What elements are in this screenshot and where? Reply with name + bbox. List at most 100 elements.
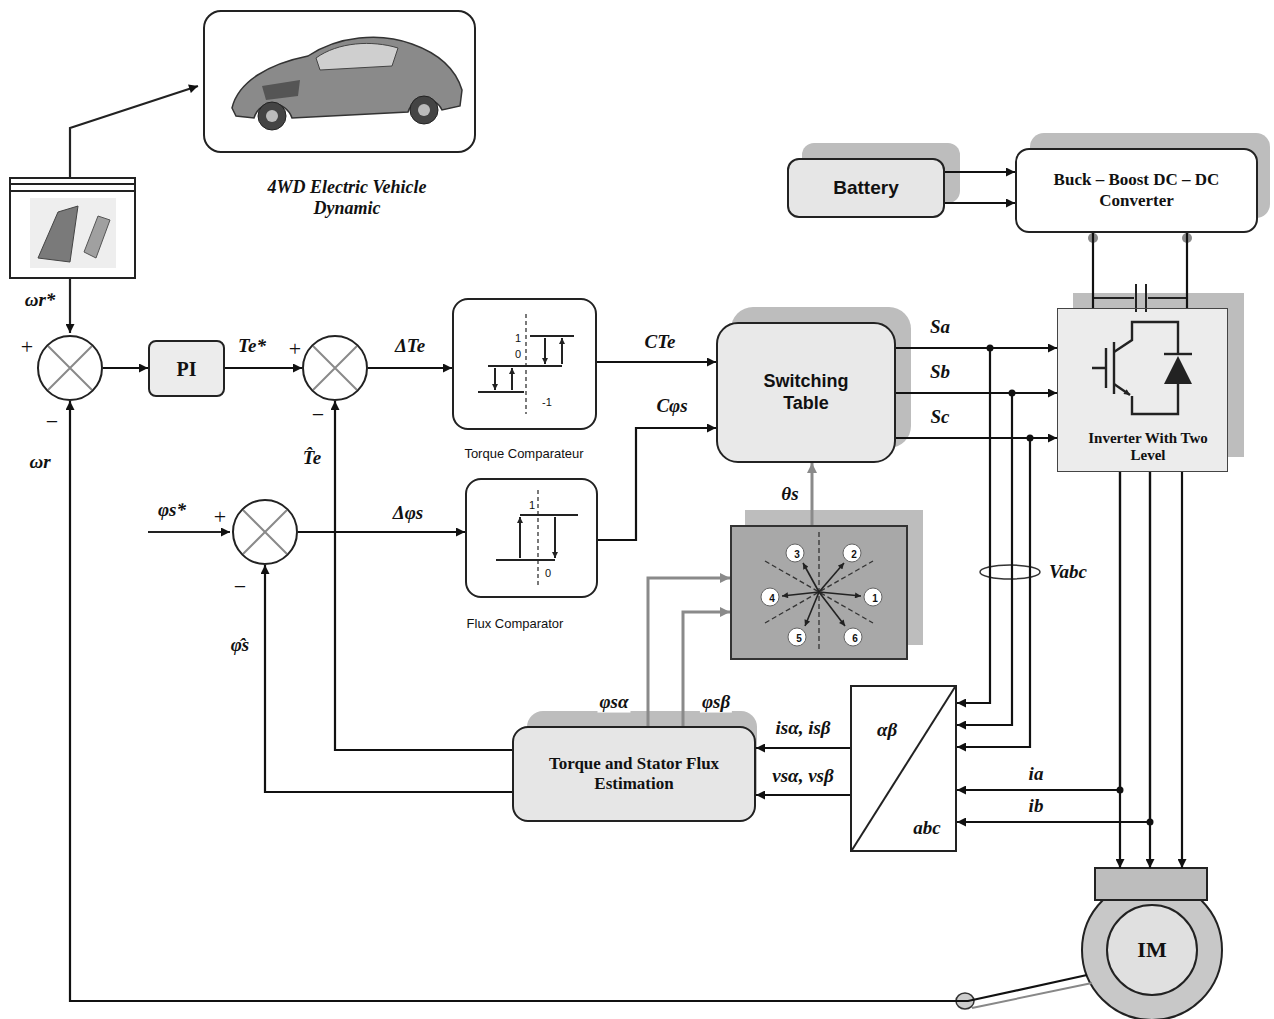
- igbt-symbol: [1132, 384, 1178, 414]
- signal-connector: [945, 202, 1015, 204]
- flux-reference-wire: [148, 532, 230, 533]
- torque-hysteresis-symbol: [544, 338, 546, 364]
- accelerator-pedal: [38, 206, 78, 262]
- accelerator-pedal: [84, 216, 110, 258]
- torque-hysteresis-symbol: [478, 314, 574, 414]
- node-text-group: Buck – Boost DC – DC Converter: [1029, 170, 1244, 211]
- sector-diagram: [819, 563, 844, 592]
- igbt-symbol: [1114, 384, 1130, 395]
- transform-block: αβabc: [850, 685, 957, 852]
- torque-hysteresis-symbol: [478, 391, 524, 393]
- signal-label: Vabc: [1047, 562, 1089, 583]
- node-text: 6: [852, 633, 858, 645]
- signal-label: φsβ: [700, 692, 732, 713]
- signal-label: ωr: [27, 452, 52, 473]
- signal-label: CTe: [643, 332, 678, 353]
- summing-cross: [48, 346, 92, 390]
- signal-label: φs*: [156, 500, 188, 521]
- signal-label: Sa: [928, 317, 952, 338]
- signal-connector: [1186, 233, 1188, 308]
- sector-diagram: [844, 628, 862, 646]
- node-text: 3: [794, 549, 800, 561]
- torque-comparator: 10-1Torque Comparateur: [452, 298, 597, 430]
- accelerator-pedal: [70, 86, 198, 178]
- node-text-group: Torque and Stator Flux Estimation: [547, 754, 722, 795]
- signal-connector: [368, 367, 452, 369]
- sector-diagram: [782, 563, 861, 626]
- signal-connector: [298, 531, 465, 533]
- vehicle-illustration: [203, 10, 476, 153]
- transform-block: [850, 685, 957, 852]
- signal-label: Sb: [928, 362, 952, 383]
- signal-connector: [225, 367, 302, 369]
- vehicle-illustration: [266, 110, 278, 122]
- signal-label: Δφs: [391, 503, 425, 524]
- signal-label: Cφs: [654, 396, 689, 417]
- igbt-symbol: [1057, 308, 1228, 472]
- igbt-symbol: [1092, 322, 1192, 414]
- node-text: Flux Comparator: [467, 617, 564, 632]
- node-text: −: [46, 409, 58, 434]
- node-text: Torque and Stator Flux Estimation: [547, 754, 722, 795]
- flux-hysteresis-symbol: [519, 517, 521, 558]
- node-text: 4: [769, 593, 775, 605]
- accelerator-pedal: [10, 184, 135, 191]
- node-text: 1: [872, 593, 878, 605]
- signal-connector: [896, 438, 1030, 747]
- node-text: 4WD Electric Vehicle Dynamic: [242, 177, 452, 218]
- induction-motor: IM: [1080, 868, 1224, 1019]
- igbt-symbol: [1164, 353, 1192, 355]
- vehicle-illustration: [203, 10, 476, 153]
- node-text: 5: [796, 633, 802, 645]
- accelerator-pedal: [69, 278, 71, 333]
- node-text: −: [234, 574, 246, 599]
- connector-group: [70, 172, 1187, 1001]
- torque-hysteresis-symbol: [530, 335, 574, 337]
- vehicle-illustration: [410, 96, 438, 124]
- igbt-symbol: [1114, 322, 1178, 354]
- signal-connector: [756, 747, 850, 749]
- summing-junction: +−: [37, 335, 103, 401]
- terminal-dot: [1088, 233, 1192, 243]
- signal-connector: [756, 794, 850, 796]
- igbt-symbol: [1164, 356, 1192, 384]
- igbt-symbol: [1057, 308, 1228, 472]
- flux-hysteresis-symbol: [554, 517, 556, 558]
- signal-label: φsα: [597, 692, 630, 713]
- pi-controller: PI: [148, 340, 225, 397]
- signal-connector: [265, 565, 512, 792]
- node-text: +: [214, 504, 226, 529]
- sector-diagram: [819, 592, 845, 626]
- sector-diagram: [786, 544, 804, 562]
- signal-label: T̂e: [301, 448, 323, 469]
- signal-label: vsα, vsβ: [770, 766, 835, 787]
- summing-junction: +−: [232, 499, 298, 565]
- signal-connector: [1092, 233, 1094, 308]
- node-text: abc: [913, 817, 940, 839]
- node-text-group: Battery: [833, 177, 898, 200]
- signal-label: ΔTe: [393, 336, 427, 357]
- vehicle-illustration: [258, 102, 286, 130]
- node-text-group: Switching Table: [751, 371, 861, 414]
- vehicle-box: 4WD Electric Vehicle Dynamic: [203, 10, 476, 153]
- igbt-symbol: [1113, 342, 1115, 394]
- flux-hysteresis-symbol: [496, 559, 555, 561]
- signal-label: Sc: [929, 407, 952, 428]
- sector-diagram: 324156: [730, 525, 908, 660]
- accelerator-pedal: [10, 178, 135, 278]
- vehicle-illustration: [418, 104, 430, 116]
- sector-diagram: [765, 532, 873, 652]
- node-text: Inverter With Two Level: [1078, 430, 1218, 465]
- estimator-box: Torque and Stator Flux Estimation: [512, 726, 756, 822]
- signal-connector: [103, 367, 148, 369]
- node-text: Battery: [833, 177, 898, 200]
- sector-diagram: [761, 588, 779, 606]
- signal-connector: [945, 171, 1015, 173]
- signal-connector: [896, 348, 990, 703]
- transform-block: [852, 687, 955, 850]
- torque-hysteresis-symbol: [494, 368, 496, 390]
- node-text: 1: [529, 499, 535, 512]
